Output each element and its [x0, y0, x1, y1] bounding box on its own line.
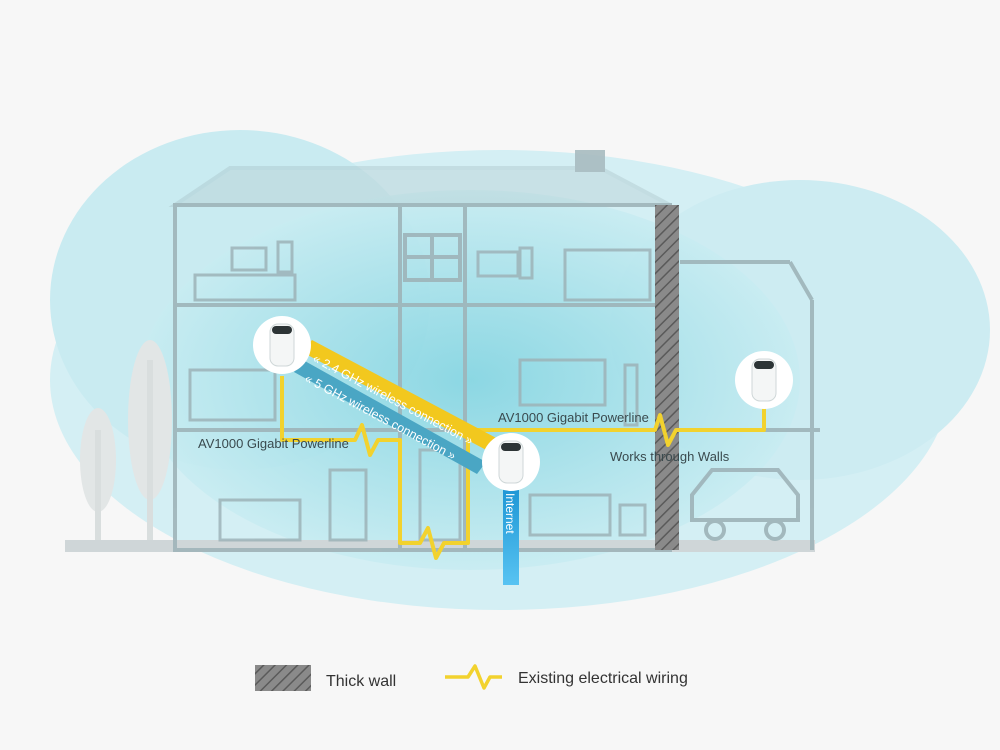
mesh-unit-icon: [735, 351, 793, 409]
car-icon: [690, 468, 800, 541]
house-outline: [168, 150, 820, 552]
powerline-right-label: AV1000 Gigabit Powerline: [498, 410, 649, 425]
electrical-wiring: [280, 376, 766, 560]
mesh-unit-icon: [482, 433, 540, 491]
internet-label: Internet: [503, 493, 517, 534]
wifi-5-beam: [294, 360, 486, 474]
wifi-24-beam: [302, 340, 500, 452]
legend-thick-wall-label: Thick wall: [326, 673, 396, 690]
thick-wall: [655, 205, 679, 550]
legend: Thick wall Existing electrical wiring: [255, 664, 688, 691]
mesh-unit-icon: [253, 316, 311, 374]
powerline-left-label: AV1000 Gigabit Powerline: [198, 436, 349, 451]
tree-icon: [80, 340, 172, 540]
walls-label: Works through Walls: [610, 449, 730, 464]
wiring-zigzag-icon: [445, 664, 502, 690]
internet-cable: [503, 485, 519, 585]
coverage-cloud: [50, 130, 990, 610]
wall-hatch-icon: [255, 665, 311, 691]
legend-wiring-label: Existing electrical wiring: [518, 670, 688, 687]
